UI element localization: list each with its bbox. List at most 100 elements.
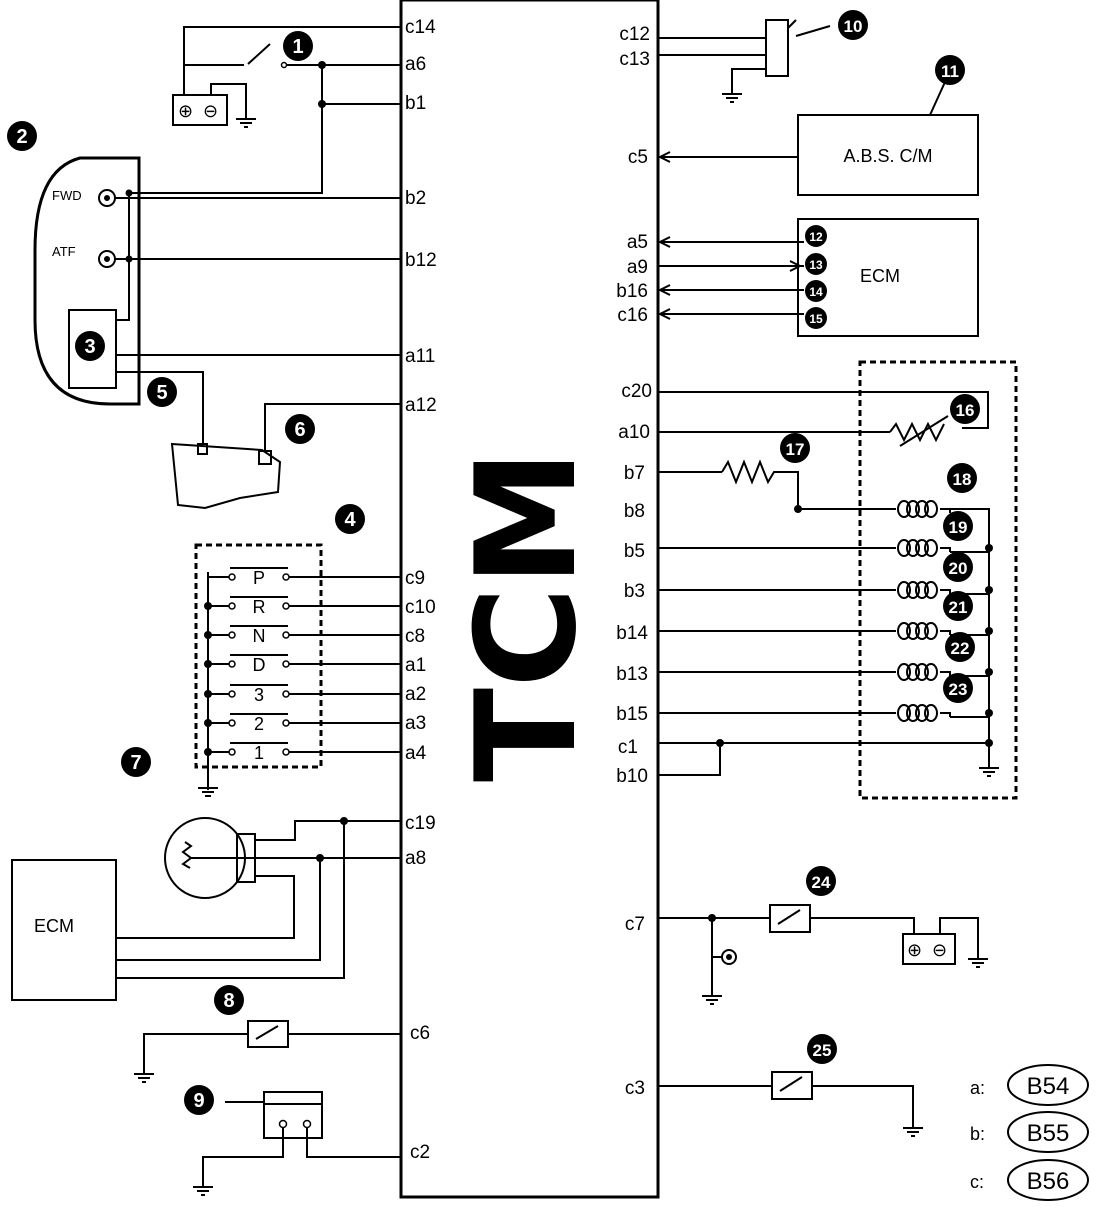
callout-14: 14 (805, 280, 827, 302)
connector-legend: a: B54 b: B55 c: B56 (970, 1064, 1089, 1201)
sensor-housing: FWD ATF (33, 156, 401, 444)
pin-c10: c10 (405, 597, 436, 618)
svg-text:4: 4 (344, 509, 356, 531)
shift-position-6: 2 (204, 713, 401, 734)
connector-9 (193, 1091, 401, 1196)
callout-24: 24 (806, 866, 836, 896)
pin-a5: a5 (627, 232, 648, 253)
svg-text:20: 20 (949, 559, 968, 578)
battery-left: ⊕ ⊖ (172, 83, 256, 128)
throttle-sensor: ECM (11, 817, 401, 1001)
connector-10 (658, 19, 831, 103)
solenoid-body (170, 403, 401, 510)
pin-c1: c1 (618, 737, 638, 758)
callout-23: 23 (943, 673, 973, 703)
pin-b13: b13 (616, 664, 648, 685)
legend-code-b: B55 (1027, 1120, 1070, 1147)
pin-c5: c5 (628, 147, 648, 168)
pin-c14: c14 (405, 17, 436, 38)
svg-text:2: 2 (16, 126, 27, 148)
ecm-left-label: ECM (34, 916, 74, 936)
callout-13: 13 (805, 253, 827, 275)
switch-8 (134, 1020, 401, 1083)
shift-position-3: N (204, 625, 401, 646)
ecm-right: ECM (657, 218, 979, 337)
callout-18: 18 (947, 463, 977, 493)
pin-b14: b14 (616, 623, 648, 644)
callout-7: 7 (121, 747, 151, 777)
pin-a2: a2 (405, 684, 426, 705)
svg-text:19: 19 (949, 518, 968, 537)
svg-text:18: 18 (953, 470, 972, 489)
svg-text:⊕: ⊕ (178, 101, 193, 121)
svg-text:14: 14 (809, 285, 823, 299)
shift-label: R (253, 597, 266, 617)
pin-c19: c19 (405, 813, 436, 834)
callout-3: 3 (75, 331, 105, 361)
callout-17: 17 (780, 433, 810, 463)
callout-15: 15 (805, 307, 827, 329)
tcm-box (399, 0, 660, 1199)
callout-9: 9 (184, 1085, 214, 1115)
callout-20: 20 (943, 552, 973, 582)
svg-text:12: 12 (809, 230, 823, 244)
atf-label: ATF (52, 244, 76, 259)
svg-text:7: 7 (130, 752, 141, 774)
legend-code-a: B54 (1027, 1073, 1070, 1100)
abs-module: A.B.S. C/M (657, 81, 979, 196)
abs-label: A.B.S. C/M (843, 146, 932, 166)
shift-label: D (253, 655, 266, 675)
callout-1: 1 (283, 31, 313, 61)
callout-25: 25 (807, 1034, 837, 1064)
svg-text:1: 1 (292, 36, 303, 58)
shift-position-1: P (208, 567, 401, 588)
pin-b8: b8 (624, 501, 645, 522)
legend-key-a: a: (970, 1078, 985, 1098)
pin-b16: b16 (616, 281, 648, 302)
pin-a9: a9 (627, 257, 648, 278)
solenoid-coil-4 (658, 622, 993, 640)
solenoid-coil-6 (658, 704, 993, 722)
callout-4: 4 (335, 504, 365, 534)
pin-c16: c16 (617, 305, 648, 326)
ecm-right-label: ECM (860, 266, 900, 286)
shift-label: 1 (254, 743, 264, 763)
solenoid-coil-5 (658, 663, 993, 681)
legend-code-c: B56 (1027, 1168, 1070, 1195)
shift-position-7: 1 (204, 742, 401, 763)
callout-5: 5 (147, 377, 177, 407)
svg-text:24: 24 (812, 873, 831, 892)
ignition-circuit: ⊕ ⊖ (129, 26, 401, 194)
pin-a12: a12 (405, 395, 437, 416)
callout-8: 8 (214, 985, 244, 1015)
pin-c2: c2 (410, 1142, 430, 1163)
svg-text:10: 10 (844, 17, 863, 36)
shift-position-5: 3 (204, 684, 401, 705)
left-pin-labels: c14 a6 b1 b2 b12 a11 a12 c9 c10 c8 a1 a2… (405, 17, 437, 1163)
svg-text:13: 13 (809, 258, 823, 272)
pin-b3: b3 (624, 581, 645, 602)
tcm-label: TCM (446, 449, 607, 782)
shift-position-4: D (204, 654, 401, 675)
svg-text:21: 21 (949, 598, 968, 617)
svg-text:5: 5 (156, 382, 167, 404)
svg-text:6: 6 (294, 419, 305, 441)
pin-c3: c3 (625, 1078, 645, 1099)
pin-b12: b12 (405, 250, 437, 271)
pin-b2: b2 (405, 188, 426, 209)
legend-key-c: c: (970, 1172, 984, 1192)
right-pin-labels: c12 c13 c5 a5 a9 b16 c16 c20 a10 b7 b8 b… (616, 24, 652, 1099)
svg-text:9: 9 (193, 1090, 204, 1112)
callouts: 1234567891011121314151617181920212223242… (7, 10, 980, 1115)
svg-text:15: 15 (809, 312, 823, 326)
pin-a11: a11 (405, 346, 435, 367)
shift-label: 2 (254, 714, 264, 734)
solenoid-coil-2 (658, 539, 993, 557)
callout-12: 12 (805, 225, 827, 247)
pin-a1: a1 (405, 655, 426, 676)
pin-a8: a8 (405, 848, 426, 869)
pin-c8: c8 (405, 626, 425, 647)
fwd-label: FWD (52, 188, 82, 203)
